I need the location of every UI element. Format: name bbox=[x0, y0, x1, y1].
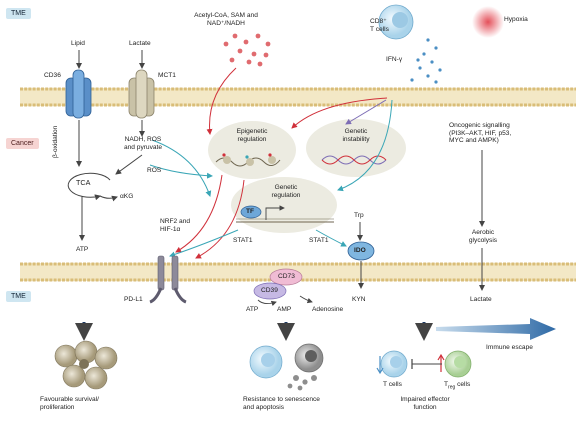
cancer-badge: Cancer bbox=[6, 138, 39, 149]
immune-escape-arrow bbox=[436, 318, 556, 340]
hypoxia-glow bbox=[472, 6, 504, 38]
cd39-label: CD39 bbox=[261, 287, 278, 294]
amp-label: AMP bbox=[277, 306, 292, 313]
resistant-cells bbox=[249, 343, 324, 391]
atp-label: ATP bbox=[76, 246, 89, 253]
cd36-transporter bbox=[65, 69, 92, 119]
stat1-right-label: STAT1 bbox=[309, 237, 329, 244]
tca-label: TCA bbox=[76, 178, 91, 187]
adenosine-label: Adenosine bbox=[312, 306, 344, 313]
upper-membrane bbox=[20, 87, 576, 107]
ido-enzyme bbox=[347, 241, 375, 261]
tf-label: TF bbox=[246, 208, 255, 215]
mct1-label: MCT1 bbox=[158, 72, 176, 79]
ros-label: ROS bbox=[147, 167, 162, 174]
cd39-protein bbox=[253, 282, 287, 300]
hypoxia-label: Hypoxia bbox=[504, 16, 528, 23]
cd8-t-cells-label: CD8⁺T cells bbox=[370, 18, 389, 33]
trp-label: Trp bbox=[354, 212, 364, 219]
cd36-label: CD36 bbox=[44, 72, 61, 79]
pdl1-protein bbox=[149, 255, 187, 304]
genetic-regulation-nucleus bbox=[231, 177, 337, 233]
beta-oxidation-label: β-oxidation bbox=[52, 125, 59, 158]
treg-cell bbox=[444, 350, 472, 378]
kyn-label: KYN bbox=[352, 296, 366, 303]
stat1-left-label: STAT1 bbox=[233, 237, 253, 244]
lactate-out-label: Lactate bbox=[470, 296, 492, 303]
akg-label: αKG bbox=[120, 193, 134, 200]
t-cells-label: T cells bbox=[383, 381, 402, 388]
treg-cells-label: Treg cells bbox=[444, 381, 471, 391]
lipid-label: Lipid bbox=[71, 40, 85, 47]
cd73-protein bbox=[269, 268, 303, 286]
proliferating-cells bbox=[54, 340, 118, 390]
adenosine-atp-label: ATP bbox=[246, 306, 259, 313]
ido-label: IDO bbox=[354, 247, 366, 254]
cd73-label: CD73 bbox=[278, 273, 295, 280]
tme-bottom-badge: TME bbox=[6, 291, 31, 302]
genetic-instability-nucleus bbox=[306, 119, 406, 177]
survival-label: Favourable survival/proliferation bbox=[40, 396, 100, 411]
tme-top-badge: TME bbox=[6, 8, 31, 19]
cd8-t-cell bbox=[378, 4, 414, 40]
oncogenic-signalling-label: Oncogenic signalling(PI3K–AKT, HIF, p53,… bbox=[449, 122, 512, 145]
ifng-label: IFN-γ bbox=[386, 56, 403, 63]
epigenetic-nucleus bbox=[208, 121, 296, 179]
effector-t-cell bbox=[380, 350, 408, 378]
lactate-label: Lactate bbox=[129, 40, 151, 47]
metabolite-dots bbox=[223, 33, 271, 67]
pdl1-label: PD-L1 bbox=[124, 296, 143, 303]
tca-cycle bbox=[67, 172, 118, 202]
immune-escape-label: Immune escape bbox=[486, 344, 533, 351]
mct1-transporter bbox=[128, 69, 155, 119]
ifng-dots bbox=[410, 38, 442, 84]
